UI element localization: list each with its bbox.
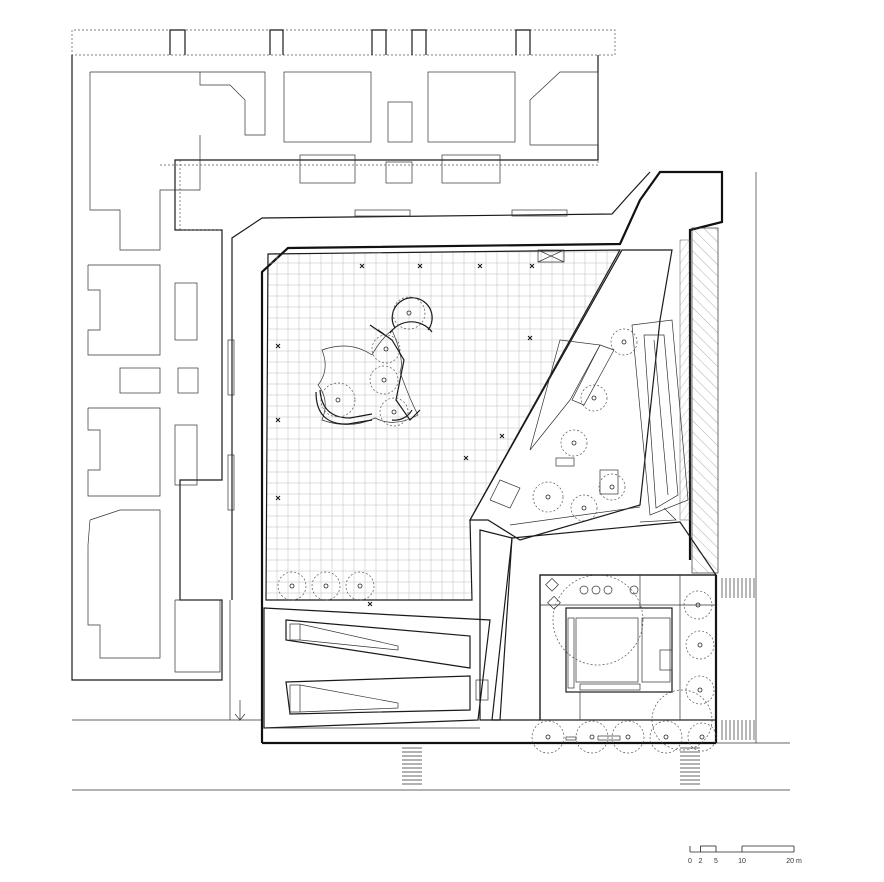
pedestrian-crossings: [402, 578, 755, 785]
scale-bar-label: 5: [714, 858, 718, 865]
diagonal-pavilion: [468, 249, 718, 721]
trees: [277, 296, 717, 754]
building-wings: [263, 607, 491, 729]
hatched-ramp-strip: [691, 227, 719, 574]
plaza-seating-island: [315, 297, 433, 425]
scale-bar-label: 2: [698, 858, 702, 865]
scale-bar-label: 0: [688, 858, 692, 865]
courtyard-block: [539, 574, 717, 741]
site-boundary: [227, 170, 724, 745]
plaza-paving-grid: [266, 250, 620, 600]
hatched-strip-inner: [679, 239, 691, 521]
scale-bar-label: 20 m: [786, 858, 802, 865]
light-posts: [275, 263, 535, 607]
scale-bar-label: 10: [738, 858, 746, 865]
neighbouring-buildings: [71, 29, 616, 681]
plaza-outline: [265, 249, 622, 601]
